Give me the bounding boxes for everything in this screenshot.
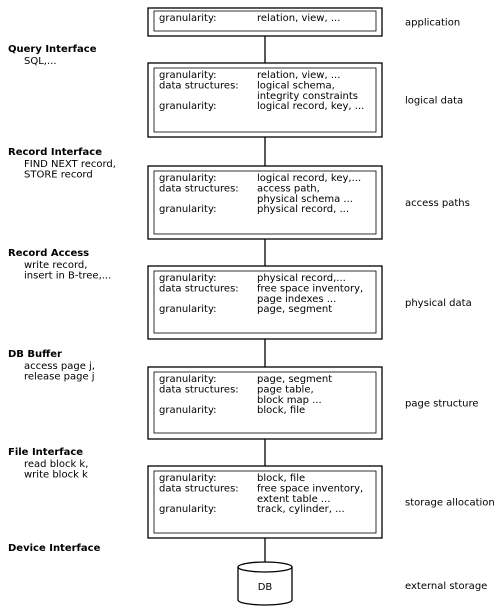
row-key: granularity:: [159, 374, 217, 385]
row-value: block, file: [257, 473, 305, 484]
interface-title: Device Interface: [8, 543, 101, 554]
row-key: data structures:: [159, 183, 239, 194]
row-value: free space inventory,: [257, 283, 363, 294]
layer-box: granularity: block, file data structures: f…: [147, 465, 383, 539]
interface-label: Query InterfaceSQL,...: [8, 44, 97, 67]
layer-box: granularity: relation, view, ...: [147, 7, 383, 37]
row-value: page, segment: [257, 374, 332, 385]
row-value: logical schema,: [257, 80, 335, 91]
interface-operation: SQL,...: [24, 56, 57, 67]
interface-label: Device Interface: [8, 543, 101, 554]
interface-operation: FIND NEXT record,: [24, 159, 116, 170]
layer-box-inner: [153, 170, 377, 235]
layer-box-inner: [153, 67, 377, 133]
interface-operation: access page j,: [24, 361, 95, 372]
row-key: granularity:: [159, 405, 217, 416]
cylinder-body: [237, 567, 293, 606]
row-value: access path,: [257, 183, 320, 194]
row-key: data structures:: [159, 283, 239, 294]
interface-operation: write block k: [24, 469, 88, 480]
cylinder-top: [237, 561, 293, 573]
row-value: block, file: [257, 405, 305, 416]
db-label: DB: [258, 582, 273, 593]
row-key: granularity:: [159, 204, 217, 215]
interface-operation: read block k,: [24, 459, 88, 470]
layer-name: storage allocation: [405, 498, 495, 509]
interface-operation: STORE record: [24, 169, 93, 180]
row-key: granularity:: [159, 473, 217, 484]
row-value: extent table ...: [257, 494, 330, 505]
layer-name: application: [405, 18, 460, 29]
layer-box: granularity: relation, view, ... data stru…: [147, 62, 383, 138]
layer-box-inner: [153, 270, 377, 334]
row-value: relation, view, ...: [257, 13, 340, 24]
layer-name: access paths: [405, 198, 470, 209]
row-key: granularity:: [159, 504, 217, 515]
interface-title: Record Interface: [8, 147, 102, 158]
row-value: logical record, key,...: [257, 173, 361, 184]
interface-operation: write record,: [24, 260, 87, 271]
layer-boxes: granularity:relation, view, ...granulari…: [147, 7, 383, 539]
row-value: integrity constraints: [257, 91, 358, 102]
row-key: granularity:: [159, 273, 217, 284]
row-value: block map ...: [257, 395, 322, 406]
row-key: data structures:: [159, 384, 239, 395]
row-value: free space inventory,: [257, 483, 363, 494]
layer-name: page structure: [405, 399, 479, 410]
layer-box-inner: [153, 10, 377, 32]
interface-title: DB Buffer: [8, 349, 62, 360]
row-key: granularity:: [159, 70, 217, 81]
row-key: granularity:: [159, 13, 217, 24]
row-value: page, segment: [257, 304, 332, 315]
row-value: track, cylinder, ...: [257, 504, 345, 515]
interface-title: Query Interface: [8, 44, 97, 55]
row-value: physical record, ...: [257, 204, 349, 215]
layer-name: physical data: [405, 298, 472, 309]
db-cylinder: DB: [237, 561, 293, 606]
interface-operation: insert in B-tree,...: [24, 270, 111, 281]
row-key: data structures:: [159, 483, 239, 494]
layer-name: logical data: [405, 96, 463, 107]
row-value: page table,: [257, 384, 314, 395]
interface-title: File Interface: [8, 447, 83, 458]
layer-box-inner: [153, 470, 377, 534]
row-key: data structures:: [159, 80, 239, 91]
layer-box: granularity: page, segment data structures…: [147, 366, 383, 440]
layer-name: external storage: [405, 581, 487, 592]
layer-box-inner: [153, 371, 377, 434]
layer-box: granularity: physical record,... data stru…: [147, 265, 383, 340]
layer-box: granularity: logical record, key,... data …: [147, 165, 383, 240]
row-value: physical record,...: [257, 273, 346, 284]
layer-names: application logical data access paths physi…: [405, 18, 495, 593]
row-value: physical schema ...: [257, 194, 353, 205]
interface-title: Record Access: [8, 248, 89, 259]
row-key: granularity:: [159, 101, 217, 112]
row-key: granularity:: [159, 304, 217, 315]
row-value: logical record, key, ...: [257, 101, 364, 112]
interface-operation: release page j: [24, 371, 95, 382]
row-value: page indexes ...: [257, 294, 336, 305]
row-value: relation, view, ...: [257, 70, 340, 81]
row-key: granularity:: [159, 173, 217, 184]
